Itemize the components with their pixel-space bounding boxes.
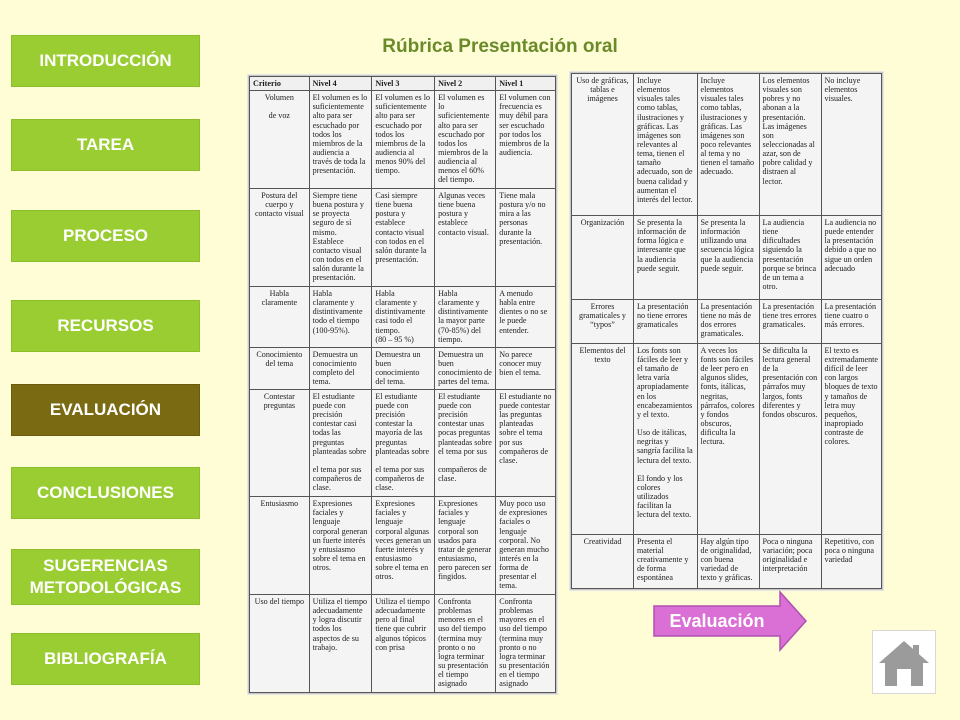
rubric-level-cell: Confronta problemas mayores en el uso de… xyxy=(495,594,556,693)
rubric-level-cell: La presentación tiene cuatro o más error… xyxy=(820,298,883,344)
rubric-level-cell: El volumen es lo suficientemente alto pa… xyxy=(434,90,497,190)
rubric-level-cell: Expresiones faciales y lenguaje corporal… xyxy=(308,496,373,596)
rubric-level-cell: Expresiones faciales y lenguaje corporal… xyxy=(434,496,497,596)
rubric-level-cell: Presenta el material creativamente y de … xyxy=(633,533,698,590)
rubric-level-cell: El estudiante no puede contestar las pre… xyxy=(495,388,556,498)
rubric-level-cell: La audiencia tiene dificultades siguiend… xyxy=(758,215,822,300)
rubric-level-cell: No incluye elementos visuales. xyxy=(820,72,883,217)
home-button[interactable] xyxy=(872,630,936,694)
page-title: Rúbrica Presentación oral xyxy=(382,36,618,57)
rubric-criterion-cell: Errores gramaticales y “typos” xyxy=(571,298,634,344)
rubric-level-cell: Utiliza el tiempo adecuadamente pero al … xyxy=(371,594,436,693)
rubric-criterion-cell: Contestar preguntas xyxy=(249,388,310,498)
evaluacion-arrow-button[interactable] xyxy=(652,590,808,652)
home-icon xyxy=(879,641,929,686)
rubric-level-cell: La audiencia no puede entender la presen… xyxy=(820,215,883,300)
rubric-level-cell: Repetitivo, con poca o ninguna variedad xyxy=(820,533,883,590)
rubric-level-cell: Poca o ninguna variación; poca originali… xyxy=(758,533,822,590)
rubric-criterion-cell: Postura del cuerpo y contacto visual xyxy=(249,188,310,287)
rubric-level-cell: La presentación tiene no más de dos erro… xyxy=(696,298,760,344)
rubric-level-cell: Confronta problemas menores en el uso de… xyxy=(434,594,497,693)
arrow-right-icon xyxy=(653,590,808,652)
nav-proceso-button[interactable]: PROCESO xyxy=(11,210,200,262)
rubric-level-cell: Tiene mala postura y/o no mira a las per… xyxy=(495,188,556,287)
nav-sugerencias-button[interactable]: SUGERENCIAS METODOLÓGICAS xyxy=(11,549,200,605)
rubric-criterion-cell: Elementos del texto xyxy=(571,342,634,535)
rubric-criterion-cell: Uso de gráficas, tablas e imágenes xyxy=(571,72,634,217)
rubric-level-cell: Demuestra un buen conocimiento del tema. xyxy=(371,346,436,390)
rubric-header-cell: Nivel 3 xyxy=(371,75,436,92)
nav-evaluacion-button[interactable]: EVALUACIÓN xyxy=(11,384,200,436)
nav-recursos-button[interactable]: RECURSOS xyxy=(11,300,200,352)
rubric-level-cell: Demuestra un buen conocimiento de partes… xyxy=(434,346,497,390)
rubric-level-cell: Se presenta la información de forma lógi… xyxy=(633,215,698,300)
rubric-level-cell: Los elementos visuales son pobres y no a… xyxy=(758,72,822,217)
rubric-level-cell: El texto es extremadamente difícil de le… xyxy=(820,342,883,535)
rubric-level-cell: Habla claramente y distintivamente casi … xyxy=(371,285,436,348)
rubric-level-cell: El estudiante puede con precisión contes… xyxy=(308,388,373,498)
rubric-header-cell: Nivel 4 xyxy=(308,75,373,92)
rubric-criterion-cell: Creatividad xyxy=(571,533,634,590)
rubric-criterion-cell: Habla claramente xyxy=(249,285,310,348)
rubric-criterion-cell: Volumen de voz xyxy=(249,90,310,190)
rubric-level-cell: El estudiante puede con precisión contes… xyxy=(371,388,436,498)
rubric-header-cell: Nivel 2 xyxy=(434,75,497,92)
rubric-level-cell: Algunas veces tiene buena postura y esta… xyxy=(434,188,497,287)
nav-tarea-button[interactable]: TAREA xyxy=(11,119,200,171)
rubric-header-cell: Nivel 1 xyxy=(495,75,556,92)
rubric-level-cell: Casi siempre tiene buena postura y estab… xyxy=(371,188,436,287)
rubric-header-cell: Criterio xyxy=(249,75,310,92)
rubric-level-cell: Expresiones faciales y lenguaje corporal… xyxy=(371,496,436,596)
rubric-level-cell: Se dificulta la lectura general de la pr… xyxy=(758,342,822,535)
rubric-level-cell: Se presenta la información utilizando un… xyxy=(696,215,760,300)
nav-bibliografia-button[interactable]: BIBLIOGRAFÍA xyxy=(11,633,200,685)
rubric-level-cell: La presentación no tiene errores gramati… xyxy=(633,298,698,344)
rubric-level-cell: El estudiante puede con precisión contes… xyxy=(434,388,497,498)
rubric-level-cell: El volumen es lo suficientemente alto pa… xyxy=(371,90,436,190)
table-row: Errores gramaticales y “typos”La present… xyxy=(571,298,883,344)
rubric-level-cell: Hay algún tipo de originalidad, con buen… xyxy=(696,533,760,590)
rubric-level-cell: Demuestra un conocimiento completo del t… xyxy=(308,346,373,390)
rubric-criterion-cell: Uso del tiempo xyxy=(249,594,310,693)
rubric-level-cell: No parece conocer muy bien el tema. xyxy=(495,346,556,390)
nav-introduccion-button[interactable]: INTRODUCCIÓN xyxy=(11,35,200,87)
rubric-level-cell: Muy poco uso de expresiones faciales o l… xyxy=(495,496,556,596)
rubric-level-cell: Incluye elementos visuales tales como ta… xyxy=(696,72,760,217)
rubric-level-cell: El volumen es lo suficientemente alto pa… xyxy=(308,90,373,190)
rubric-criterion-cell: Conocimiento del tema xyxy=(249,346,310,390)
rubric-level-cell: Los fonts son fáciles de leer y el tamañ… xyxy=(633,342,698,535)
rubric-level-cell: Siempre tiene buena postura y se proyect… xyxy=(308,188,373,287)
rubric-level-cell: Habla claramente y distintivamente la ma… xyxy=(434,285,497,348)
rubric-criterion-cell: Organización xyxy=(571,215,634,300)
rubric-level-cell: A menudo habla entre dientes o no se le … xyxy=(495,285,556,348)
rubric-level-cell: A veces los fonts son fáciles de leer pe… xyxy=(696,342,760,535)
rubric-level-cell: Utiliza el tiempo adecuadamente y logra … xyxy=(308,594,373,693)
rubric-level-cell: Habla claramente y distintivamente todo … xyxy=(308,285,373,348)
rubric-level-cell: La presentación tiene tres errores grama… xyxy=(758,298,822,344)
nav-conclusiones-button[interactable]: CONCLUSIONES xyxy=(11,467,200,519)
rubric-level-cell: El volumen con frecuencia es muy débil p… xyxy=(495,90,556,190)
rubric-criterion-cell: Entusiasmo xyxy=(249,496,310,596)
rubric-level-cell: Incluye elementos visuales tales como ta… xyxy=(633,72,698,217)
